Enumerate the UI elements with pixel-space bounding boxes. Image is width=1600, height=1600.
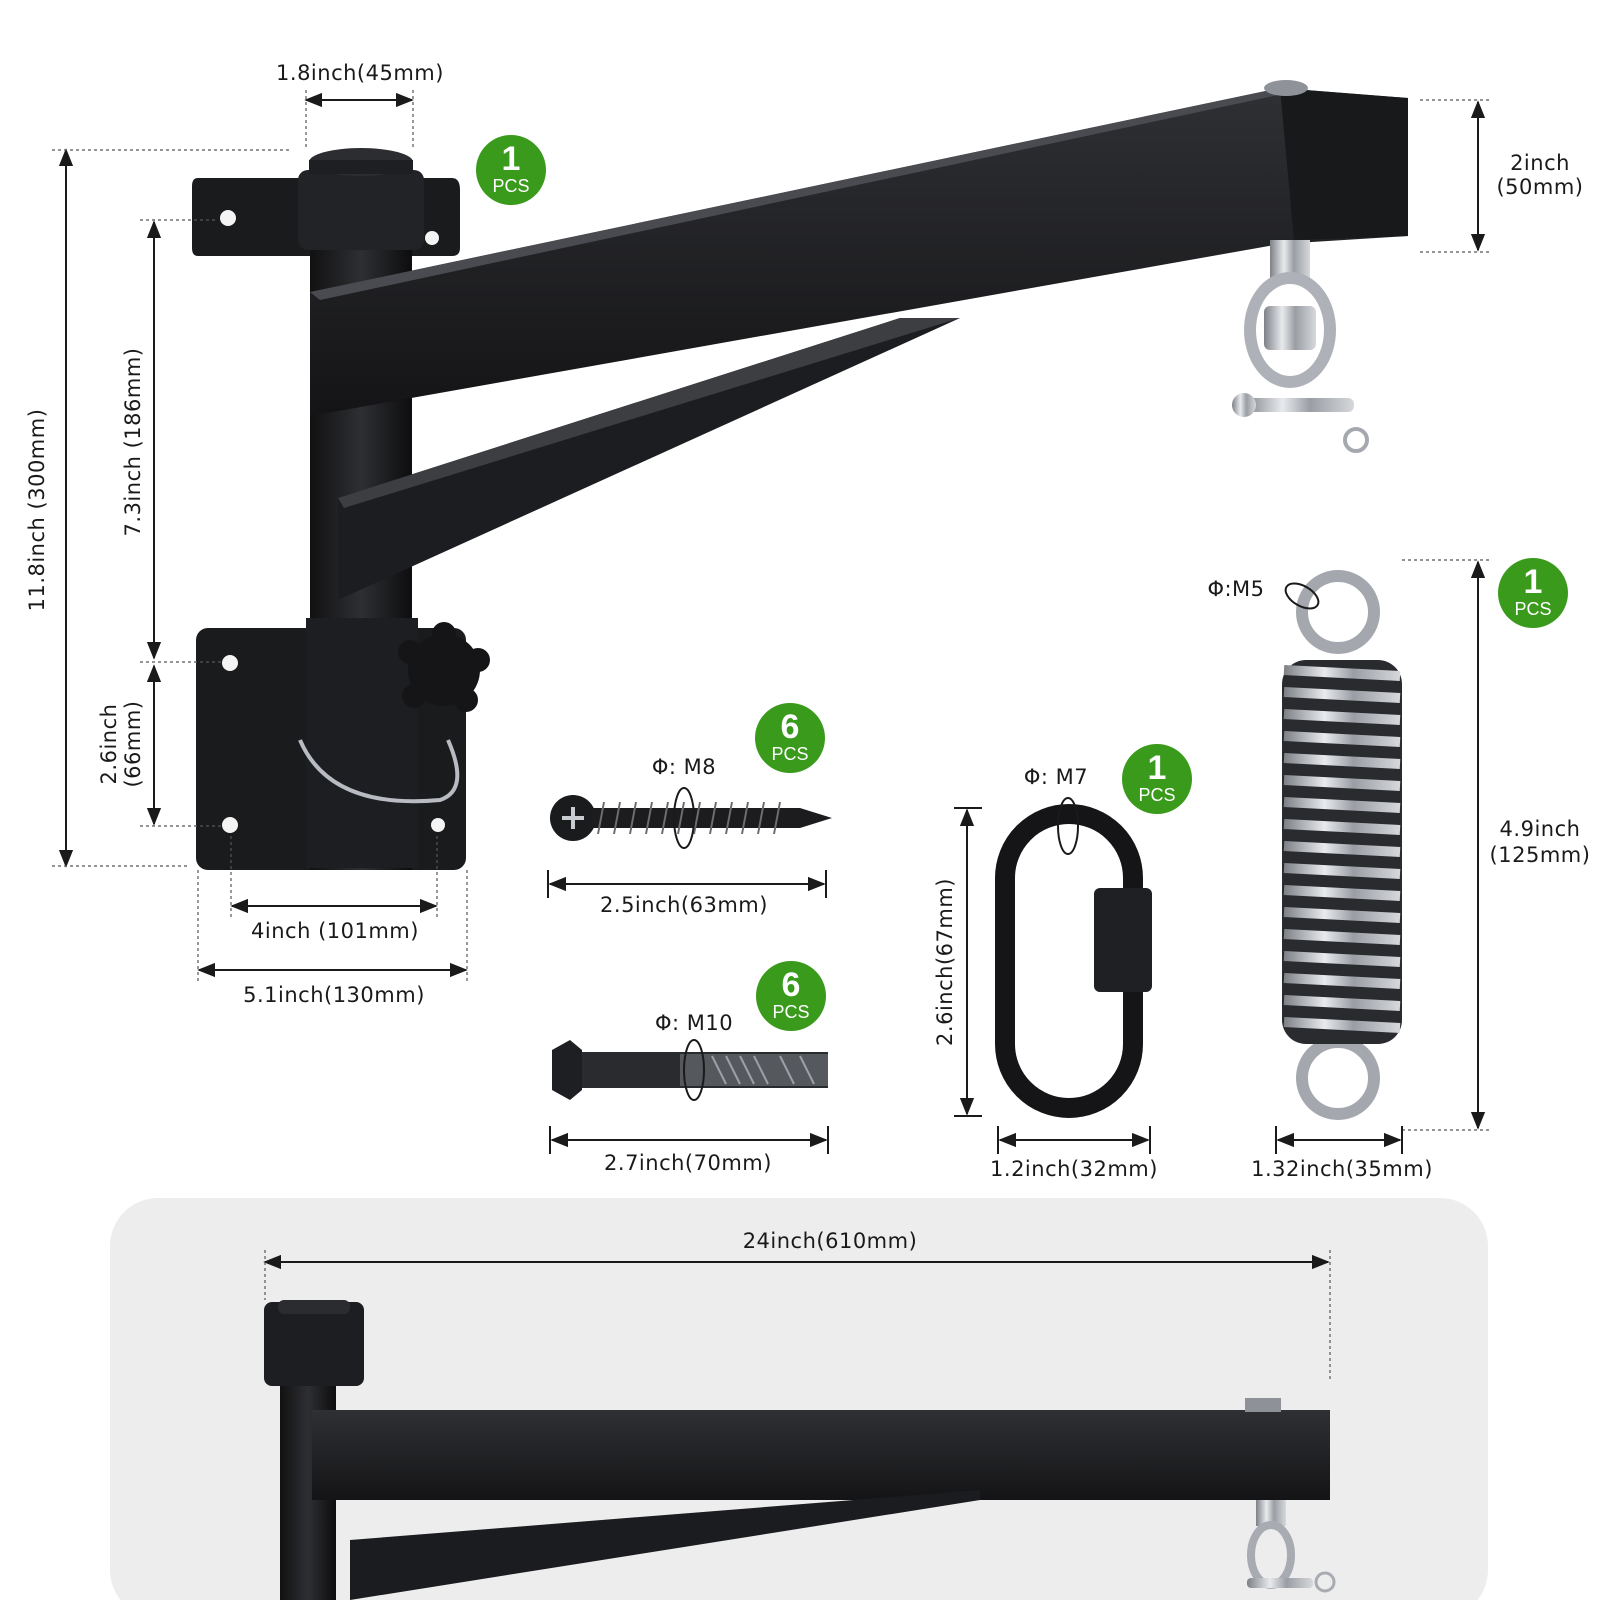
- badge-circle: [1122, 744, 1192, 814]
- badge-quicklink: 1 PCS: [1122, 744, 1192, 814]
- spring-width-label: 1.32inch(35mm): [1251, 1157, 1433, 1181]
- anchor-size-label: Φ: M10: [655, 1011, 733, 1035]
- arm-height-label-line1: 2inch: [1510, 151, 1570, 175]
- side-pole-cap: [278, 1300, 350, 1314]
- badge-count: 1: [1148, 749, 1167, 787]
- link-height-label: 2.6inch(67mm): [933, 878, 957, 1046]
- link-diameter-ring: [1057, 797, 1079, 855]
- main-arm: [310, 88, 1408, 416]
- lag-screw: Φ: M8 2.5inch(63mm): [547, 755, 832, 917]
- bottom-plate-hole-tl: [222, 655, 238, 671]
- top-plate-hole-right: [425, 231, 439, 245]
- middle-height-label: 7.3inch (186mm): [121, 348, 145, 537]
- side-pole-collar: [264, 1302, 364, 1386]
- arm-end-face: [1280, 88, 1408, 240]
- safety-pin: [298, 739, 460, 804]
- badge-count: 6: [782, 966, 801, 1004]
- badge-circle: [1498, 558, 1568, 628]
- spring-coils: [1283, 665, 1401, 1033]
- top-plate-hole-left: [220, 210, 236, 226]
- side-swivel-shackle: [1247, 1500, 1336, 1593]
- plate-width-label: 5.1inch(130mm): [243, 983, 425, 1007]
- badge-unit: PCS: [771, 744, 808, 764]
- spring-diameter-ring: [1284, 582, 1320, 610]
- spring-height-label-line2: (125mm): [1490, 843, 1591, 867]
- tension-knob: [398, 622, 490, 712]
- expansion-anchor: Φ: M10 2.7inch(70mm): [549, 1011, 829, 1175]
- top-pole-collar: [298, 170, 424, 250]
- side-arm: [312, 1410, 1330, 1500]
- badge-circle: [755, 703, 825, 773]
- spring: Φ:M5 4.9inch (125mm) 1.32inch(35mm): [1207, 559, 1591, 1181]
- screw-size-label: Φ: M8: [652, 755, 716, 779]
- badge-unit: PCS: [772, 1002, 809, 1022]
- link-size-label: Φ: M7: [1024, 765, 1088, 789]
- badge-anchor: 6 PCS: [756, 961, 826, 1031]
- bottom-plate-hole-bl: [222, 817, 238, 833]
- screw-diameter-ring: [673, 787, 695, 849]
- plate-hole-label-line1: 2.6inch: [97, 704, 121, 785]
- badge-unit: PCS: [492, 176, 529, 196]
- spring-size-label: Φ:M5: [1207, 577, 1264, 601]
- spring-height-label-line1: 4.9inch: [1500, 817, 1581, 841]
- side-view-bracket: [264, 1300, 1336, 1600]
- total-height-label: 11.8inch (300mm): [25, 409, 49, 612]
- badge-count: 6: [781, 708, 800, 746]
- arm-height-label-line2: (50mm): [1496, 175, 1583, 199]
- anchor-length-label: 2.7inch(70mm): [604, 1151, 772, 1175]
- quick-link-nut: [1094, 888, 1152, 992]
- badge-unit: PCS: [1514, 599, 1551, 619]
- bracket-dimensions: 1.8inch(45mm) 11.8inch (300mm) 7.3inch (…: [25, 61, 1583, 1007]
- diagonal-brace: [338, 318, 960, 600]
- top-bolt: [1264, 80, 1308, 96]
- spring-top-loop: [1296, 570, 1380, 654]
- badge-unit: PCS: [1138, 785, 1175, 805]
- badge-circle: [476, 135, 546, 205]
- anchor-diameter-ring: [683, 1039, 705, 1101]
- wall-bracket: [192, 80, 1408, 870]
- side-brace: [350, 1490, 980, 1600]
- link-width-label: 1.2inch(32mm): [990, 1157, 1158, 1181]
- plate-hole-width-label: 4inch (101mm): [251, 919, 419, 943]
- badge-circle: [756, 961, 826, 1031]
- badge-count: 1: [502, 140, 521, 178]
- side-view-panel: 24inch(610mm): [110, 1198, 1488, 1600]
- badge-count: 1: [1524, 563, 1543, 601]
- bottom-plate-hole-br: [431, 818, 445, 832]
- pole-diameter-label: 1.8inch(45mm): [276, 61, 444, 85]
- badge-screw: 6 PCS: [755, 703, 825, 773]
- quick-link: Φ: M7 2.6inch(67mm) 1.2inch(32mm): [933, 765, 1158, 1181]
- bottom-pole-sleeve: [306, 618, 418, 868]
- spring-bottom-loop: [1296, 1036, 1380, 1120]
- plate-hole-label-line2: (66mm): [121, 700, 145, 787]
- screw-length-label: 2.5inch(63mm): [600, 893, 768, 917]
- side-bolt-top: [1245, 1398, 1281, 1412]
- swivel-shackle: [1232, 240, 1369, 453]
- badge-bracket: 1 PCS: [476, 135, 546, 205]
- arm-length-label: 24inch(610mm): [743, 1229, 918, 1253]
- badge-spring: 1 PCS: [1498, 558, 1568, 628]
